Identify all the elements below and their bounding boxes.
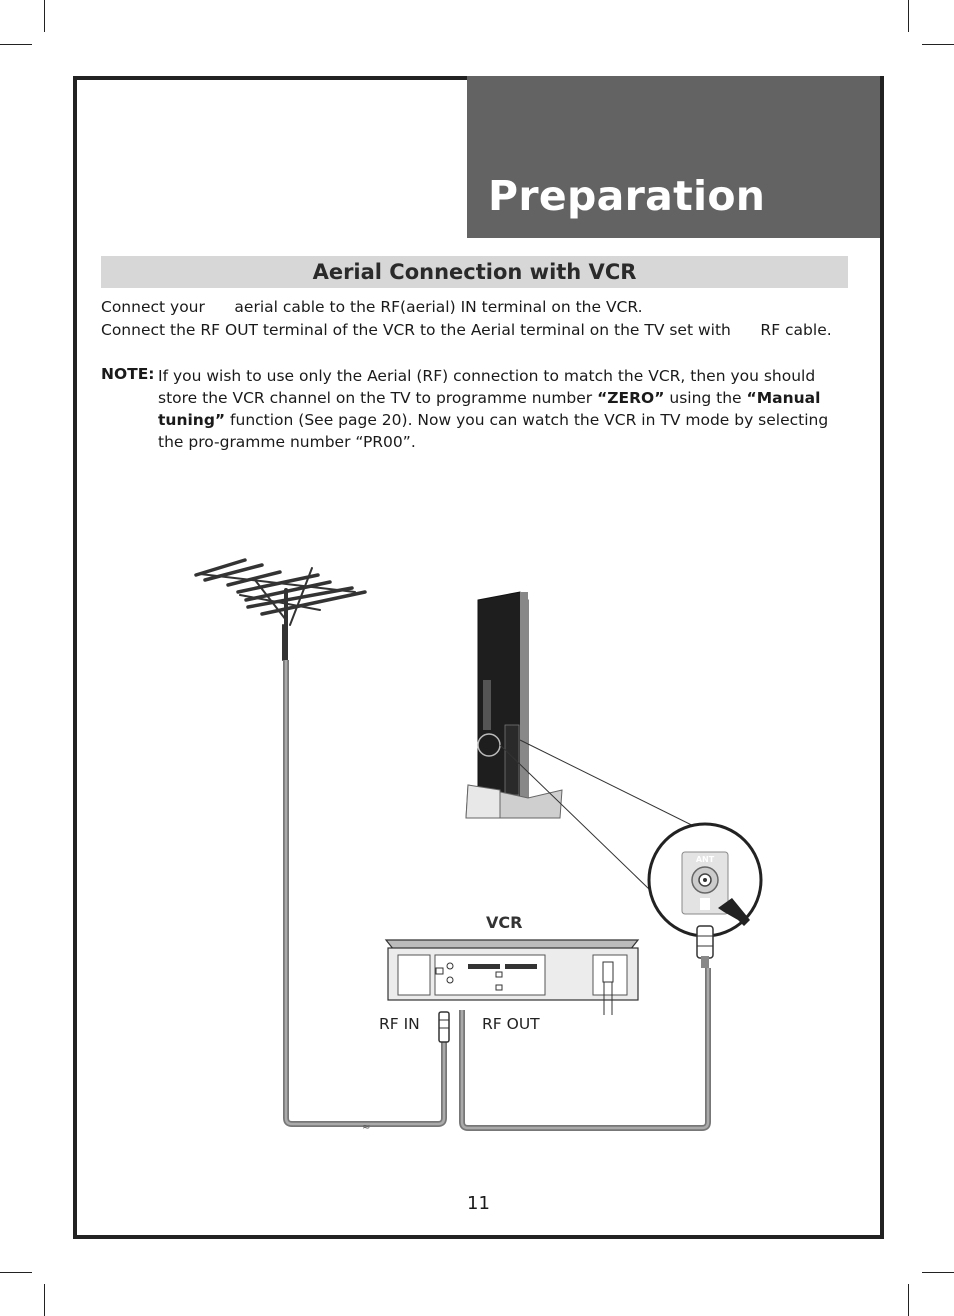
svg-text:≈: ≈ — [362, 1122, 370, 1133]
crop-mark — [908, 1284, 909, 1316]
page-title: Preparation — [488, 172, 766, 220]
crop-mark — [0, 44, 32, 45]
section-header: Aerial Connection with VCR — [101, 256, 848, 288]
note-manual-tuning-emphasis: “Manual tuning” — [158, 389, 821, 429]
crop-mark — [44, 0, 45, 32]
note-zero-emphasis: “ZERO” — [597, 389, 665, 407]
note-text: If you wish to use only the Aerial (RF) … — [158, 365, 848, 453]
rf-in-plug-icon — [438, 1011, 450, 1043]
tv-icon — [465, 591, 563, 819]
note-text-part: using the — [664, 389, 747, 407]
note-text-part: If you wish to use only the Aerial (RF) … — [158, 367, 816, 407]
crop-mark — [908, 0, 909, 32]
vcr-icon — [384, 939, 640, 1015]
crop-mark — [922, 1272, 954, 1273]
rf-out-label: RF OUT — [482, 1015, 540, 1033]
antenna-terminal-icon: ANT — [647, 822, 763, 968]
crop-mark — [44, 1284, 45, 1316]
aerial-cable — [283, 660, 447, 1127]
rf-in-label: RF IN — [379, 1015, 420, 1033]
vcr-label: VCR — [486, 913, 522, 932]
note-text-part: function (See page 20). Now you can watc… — [158, 411, 829, 451]
note-label: NOTE: — [101, 365, 155, 383]
page-number: 11 — [467, 1193, 490, 1214]
instruction-line-2: Connect the RF OUT terminal of the VCR t… — [101, 321, 832, 339]
instruction-line-1: Connect your aerial cable to the RF(aeri… — [101, 298, 643, 316]
antenna-icon — [194, 558, 367, 662]
section-title: Aerial Connection with VCR — [312, 260, 637, 284]
crop-mark — [922, 44, 954, 45]
crop-mark — [0, 1272, 32, 1273]
header-banner — [467, 76, 880, 238]
ant-label: ANT — [696, 855, 715, 864]
